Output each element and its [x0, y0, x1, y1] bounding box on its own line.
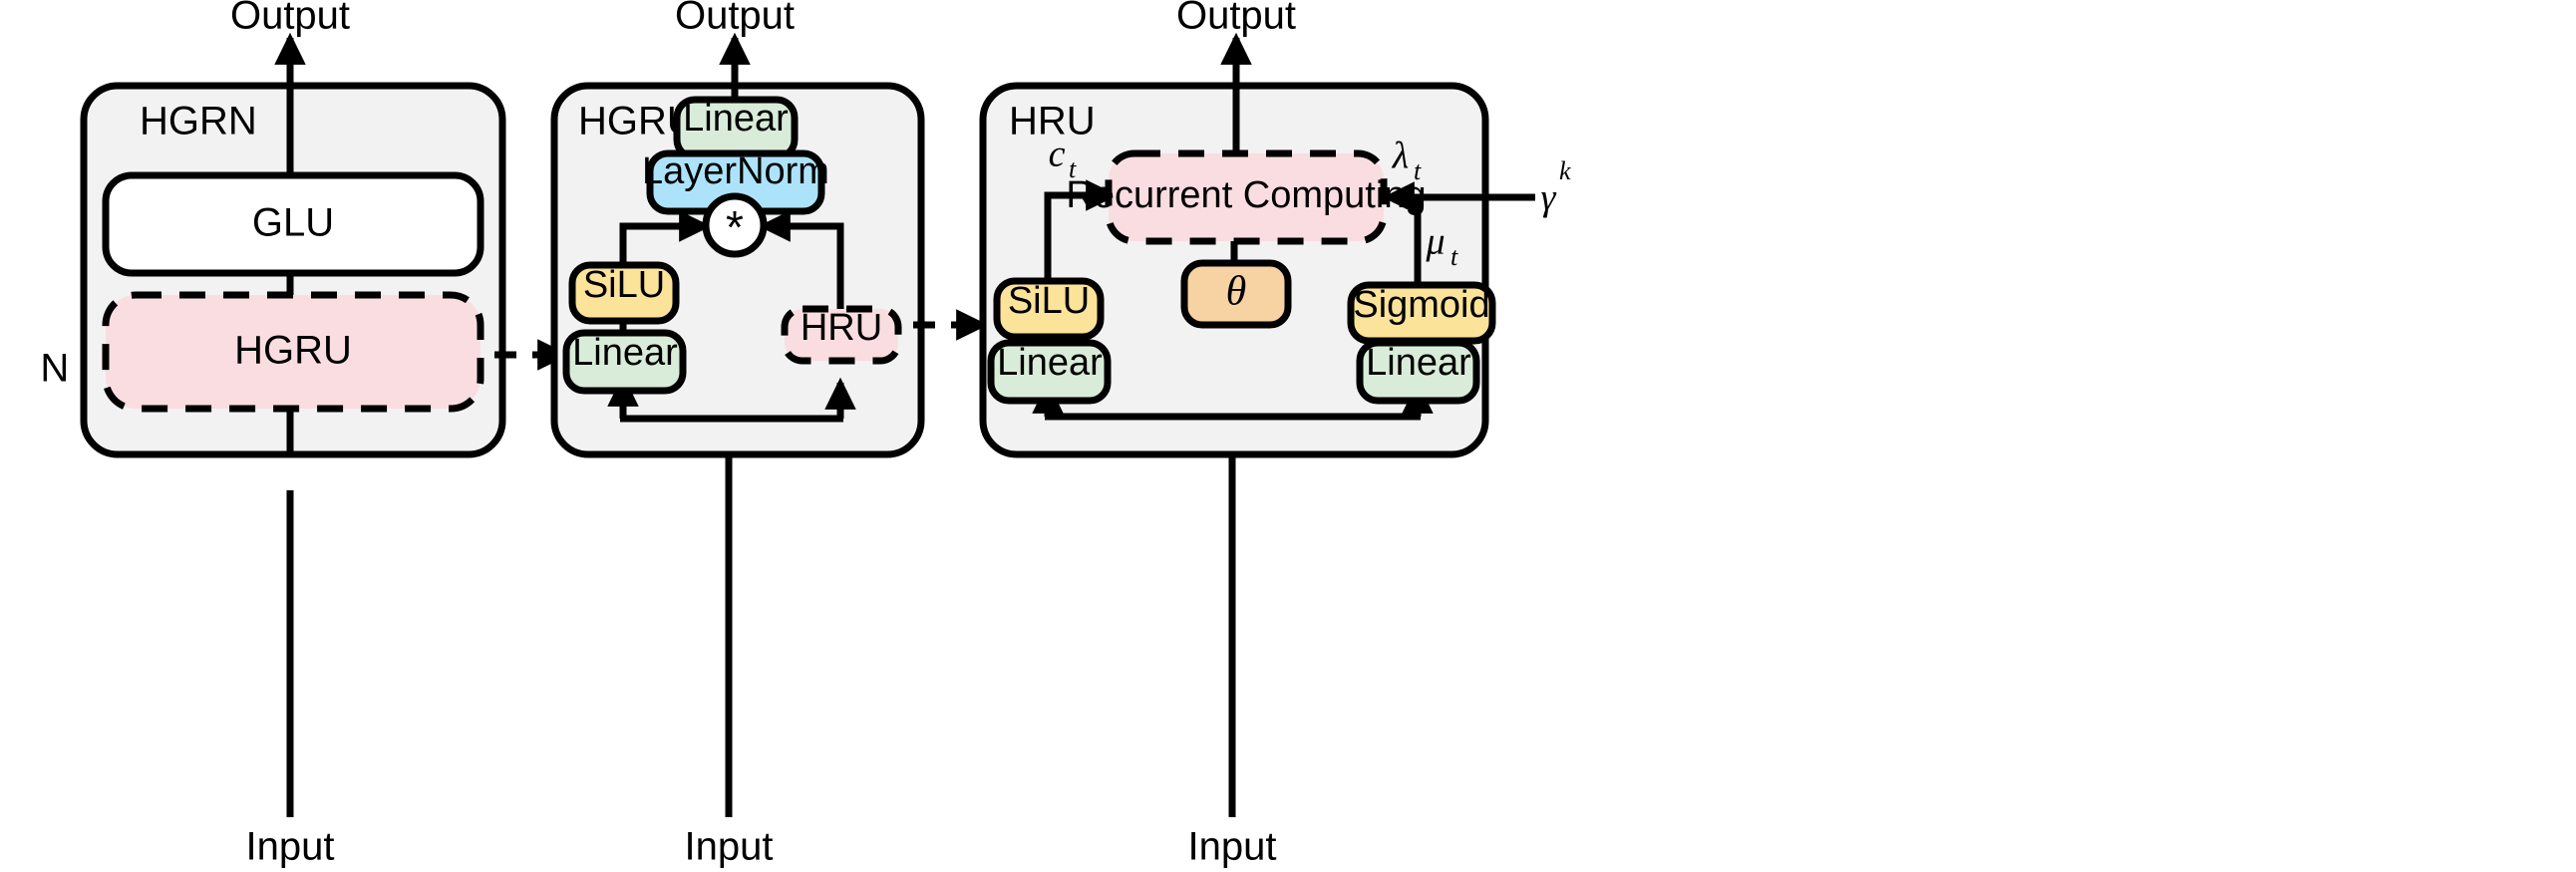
hgru-block-linear-left-label: Linear [572, 332, 678, 374]
hgru-block-layernorm-label: LayerNorm [642, 150, 829, 192]
panel-hru: Output Input HRU Recurrent Computing θ S… [979, 0, 1571, 869]
hgru-block-linear-left[interactable] [562, 329, 687, 395]
hru-signal-mu-t-base: μ [1425, 221, 1445, 263]
hru-signal-mu-t-sub: t [1450, 242, 1458, 271]
hru-signal-gamma-k-sup: k [1559, 156, 1571, 185]
hru-block-theta-label: θ [1226, 269, 1247, 315]
hru-signal-lambda-t-base: λ [1392, 136, 1409, 177]
hru-wire-ct [1044, 179, 1119, 283]
hru-block-theta[interactable] [1180, 259, 1292, 329]
hru-block-linear-left[interactable] [987, 339, 1112, 405]
hgru-block-hru[interactable] [781, 305, 902, 365]
hgru-input-label: Input [685, 825, 774, 869]
hru-signal-lambda-t-sub: t [1414, 156, 1422, 185]
hgrn-block-glu-label: GLU [252, 201, 334, 245]
hgru-wire-silu-to-op [619, 210, 712, 269]
hgrn-input-label: Input [246, 825, 335, 869]
hgru-multiply-operator [702, 192, 768, 258]
hru-signal-gamma-k-base: γ [1541, 177, 1557, 219]
hgru-block-silu[interactable] [568, 261, 680, 325]
hru-block-recurrent-computing-label: Recurrent Computing [1066, 174, 1426, 216]
hru-block-recurrent-computing[interactable] [1105, 149, 1388, 245]
hru-signal-c-t: c t [1049, 134, 1077, 183]
hru-block-silu-label: SiLU [1008, 280, 1090, 322]
hru-block-linear-left-label: Linear [997, 342, 1103, 384]
hru-signal-c-t-base: c [1049, 134, 1066, 175]
hru-signal-gamma-k: γ k [1541, 156, 1571, 219]
hru-input-label: Input [1188, 825, 1277, 869]
hru-output-label: Output [1176, 0, 1296, 38]
hru-block-sigmoid-label: Sigmoid [1353, 284, 1489, 326]
hgrn-panel-title: HGRN [140, 100, 257, 144]
hru-block-silu[interactable] [993, 277, 1105, 341]
panel-hgru: Output Input HGRU Linear LayerNorm * SiL… [550, 0, 925, 869]
panel-hgrn: Output Input N × HGRN GLU HGRU [40, 0, 506, 869]
hgru-block-silu-label: SiLU [583, 264, 665, 306]
hgru-block-linear-top-label: Linear [683, 98, 789, 140]
hgrn-output-label: Output [230, 0, 350, 38]
hru-signal-c-t-sub: t [1069, 154, 1077, 183]
hru-signal-lambda-t: λ t [1392, 136, 1422, 185]
hru-panel-title: HRU [1009, 100, 1096, 144]
hru-signal-mu-t: μ t [1425, 221, 1458, 271]
hru-block-linear-right-label: Linear [1366, 342, 1471, 384]
hru-block-linear-right[interactable] [1356, 339, 1480, 405]
hgru-block-hru-label: HRU [801, 307, 882, 349]
hgru-multiply-operator-label: * [726, 201, 744, 253]
hgru-wire-hru-to-op [758, 210, 844, 314]
hgru-output-label: Output [675, 0, 795, 38]
hgrn-block-hgru-label: HGRU [234, 329, 352, 373]
